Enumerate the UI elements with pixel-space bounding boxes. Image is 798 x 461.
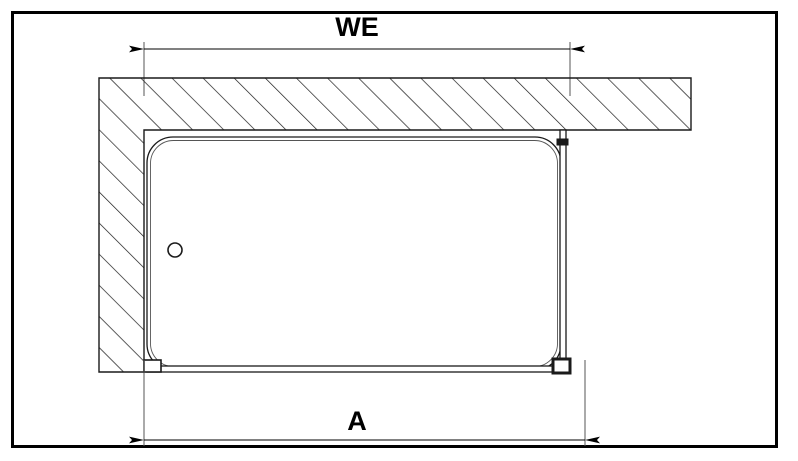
- hinge-left-bracket: [143, 359, 162, 373]
- wall-outline: [98, 77, 692, 373]
- wall-hatch-fill: [99, 78, 691, 372]
- hinge-top-bracket: [556, 138, 569, 146]
- dimension-we: WE: [129, 12, 585, 96]
- swing-glass-panel-horizontal[interactable]: [146, 365, 567, 373]
- bathtub: [146, 136, 562, 371]
- fixed-glass-panel-vertical[interactable]: [559, 129, 567, 373]
- wall-assembly: [98, 77, 692, 373]
- we-dimension-label: WE: [335, 12, 379, 42]
- a-dimension-label: A: [347, 406, 367, 436]
- hinge-bottom-bracket: [551, 357, 572, 375]
- glass-panel-assembly: [143, 129, 572, 375]
- bathtub-outer-outline: [146, 136, 562, 371]
- drawing-frame: [11, 11, 778, 448]
- bathtub-handle-icon: [167, 242, 183, 258]
- dimension-a: A: [129, 360, 600, 446]
